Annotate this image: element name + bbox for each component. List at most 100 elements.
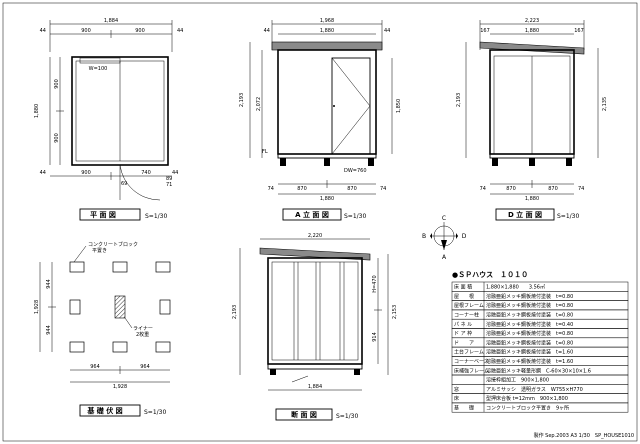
elev-d-dim-top-r: 167 xyxy=(574,28,584,34)
foundation-dim-side-b: 944 xyxy=(46,325,52,335)
section-title: 断 面 図 xyxy=(291,410,317,419)
spec-row-label: 屋 根 xyxy=(454,293,474,300)
elev-a-roof xyxy=(271,41,383,51)
elev-a-dim-top-total: 1,968 xyxy=(320,18,334,24)
spec-row-label: ド ア 枠 xyxy=(454,330,472,337)
section-view: 2,220 2,193 H=470 914 2,153 1,884 断 面 図 xyxy=(232,233,398,421)
compass-a: A xyxy=(442,254,447,261)
elev-a-dim-height-door: 1,850 xyxy=(396,99,402,113)
plan-dim-side-upper: 900 xyxy=(54,79,60,89)
plan-dim-side-small2: 71 xyxy=(166,182,172,188)
foundation-dim-bot-total: 1,928 xyxy=(113,384,127,390)
spec-row-label: 屋根フレーム xyxy=(454,302,484,309)
spec-row-label: ド ア xyxy=(454,340,474,346)
foundation-dim-bot-a: 964 xyxy=(90,364,100,370)
elev-a-dim-top-inner: 1,880 xyxy=(320,28,334,34)
elev-a-body xyxy=(277,49,377,155)
spec-row-label: 床 xyxy=(454,395,459,402)
plan-dim-edge-bot-r: 44 xyxy=(172,170,178,176)
foundation-dim-side-a: 944 xyxy=(46,279,52,289)
elev-a-dim-height-total: 2,193 xyxy=(239,93,245,107)
elev-a-dim-top-r: 44 xyxy=(384,28,390,34)
foundation-scale: S=1/30 xyxy=(144,409,166,416)
elev-a-dim-bot-total: 1,880 xyxy=(320,196,334,202)
elevation-d: 2,223 1,880 167 167 2,193 2,135 870 870 … xyxy=(456,18,608,221)
compass-c: C xyxy=(442,215,446,222)
spec-row-value: 溶融亜鉛メッキ鋼板焼付塗装 t=0.80 xyxy=(486,312,573,319)
elev-d-dim-bot-a: 870 xyxy=(506,186,516,192)
spec-row-label: 土台フレーム xyxy=(454,349,484,356)
elev-a-title: A 立 面 図 xyxy=(295,210,329,219)
foundation-dim-bot-b: 964 xyxy=(140,364,150,370)
elev-d-dim-bot-r: 74 xyxy=(578,186,584,192)
plan-door-dim: 69 xyxy=(121,181,127,187)
elev-a-dim-bot-r: 74 xyxy=(380,186,386,192)
spec-row-value: 1,880×1,880 3.56㎡ xyxy=(486,284,545,291)
elev-d-dim-height-right: 2,135 xyxy=(602,97,608,111)
spec-row-value: 溶融亜鉛メッキ鋼板焼付塗装 t=1.60 xyxy=(486,358,573,365)
elev-a-scale: S=1/30 xyxy=(344,213,366,220)
elev-d-dim-top-l: 167 xyxy=(480,28,490,34)
spec-row-value: 溶融亜鉛メッキ鋼板焼付塗装 t=0.80 xyxy=(486,339,573,346)
spec-row-value: コンクリートブロック平置き 9ヶ所 xyxy=(486,405,569,412)
section-dim-height-total: 2,193 xyxy=(232,305,238,319)
section-dim-right-lower: 914 xyxy=(372,332,378,342)
elev-d-dim-bot-l: 74 xyxy=(480,186,486,192)
elev-d-dim-bot-total: 1,880 xyxy=(525,196,539,202)
footer-note: 製作 Sep.2003 A3 1/30 SP_HOUSE1010 xyxy=(534,432,634,439)
spec-row-label: 基 礎 xyxy=(454,405,474,412)
section-dim-height-right: 2,153 xyxy=(392,305,398,319)
spec-row-label: 床 面 積 xyxy=(454,284,472,291)
section-dim-right-upper: H=470 xyxy=(372,275,378,293)
plan-dim-top-total: 1,884 xyxy=(104,18,118,24)
spec-row-value: 溶融亜鉛メッキ鋼板焼付塗装 t=0.80 xyxy=(486,330,573,337)
compass-d: D xyxy=(462,233,467,240)
elev-d-scale: S=1/30 xyxy=(557,213,579,220)
section-dim-top-total: 2,220 xyxy=(308,233,322,239)
plan-dim-side-small: 89 xyxy=(166,176,172,182)
foundation-dim-side-total: 1,928 xyxy=(34,300,40,314)
elev-d-dim-top-inner: 1,880 xyxy=(525,28,539,34)
plan-dim-edge-top-r: 44 xyxy=(177,28,183,34)
foundation-callout-liner2: 2枚重 xyxy=(136,331,149,338)
elev-a-dim-top-l: 44 xyxy=(264,28,270,34)
plan-dim-side-total: 1,880 xyxy=(34,104,40,118)
elev-d-dim-height-total: 2,193 xyxy=(456,93,462,107)
spec-row-value: 溶接枠組加工 900×1,800 xyxy=(486,377,549,384)
elev-a-door-w: DW=760 xyxy=(344,168,367,174)
foundation-callout-liner: ライナー xyxy=(133,326,153,332)
plan-dim-edge-top-l: 44 xyxy=(40,28,46,34)
elev-d-title: D 立 面 図 xyxy=(508,210,542,219)
section-roof xyxy=(259,247,371,261)
foundation-plan: コンクリートブロック 平置き ライナー 2枚重 944 944 1,928 96… xyxy=(34,241,171,417)
spec-title: ●ＳＰハウス １０１０ xyxy=(452,270,528,279)
plan-view: 1,884 900 900 44 44 W=100 69 1,880 900 9… xyxy=(34,18,183,221)
plan-dim-bot-left: 900 xyxy=(81,170,91,176)
plan-dim-bot-mid: 740 xyxy=(141,170,151,176)
elev-a-dim-bot-l: 74 xyxy=(268,186,274,192)
elev-d-dim-top-total: 2,223 xyxy=(525,18,539,24)
spec-row-value: 型押床合板 t=12mm 900×1,800 xyxy=(486,395,568,402)
spec-row-value: 溶融亜鉛メッキ鋼板焼付塗装 t=0.80 xyxy=(486,302,573,309)
plan-scale: S=1/30 xyxy=(145,213,167,220)
spec-row-label: コーナーベース xyxy=(454,359,489,365)
spec-row xyxy=(451,402,629,413)
spec-row-value: 溶融亜鉛メッキ鋼板焼付塗装 t=1.60 xyxy=(486,349,573,356)
spec-row-label: コーナー柱 xyxy=(454,312,479,319)
section-scale: S=1/30 xyxy=(336,413,358,420)
plan-dim-top-right: 900 xyxy=(135,28,145,34)
spec-row-label: 窓 xyxy=(454,386,459,393)
elev-a-fl: FL xyxy=(262,149,268,155)
spec-row-value: 溶融亜鉛メッキ鋼板焼付塗装 t=0.80 xyxy=(486,293,573,300)
plan-mark-w: W=100 xyxy=(89,66,108,72)
foundation-callout-block: コンクリートブロック xyxy=(88,241,138,248)
spec-row-value: 溶融亜鉛メッキ鋼板焼付塗装 t=0.40 xyxy=(486,321,573,328)
section-body xyxy=(267,257,363,365)
elev-a-door xyxy=(331,57,371,155)
plan-dim-top-left: 900 xyxy=(81,28,91,34)
plan-dim-edge-bot-l: 44 xyxy=(40,170,46,176)
elev-a-dim-bot-a: 870 xyxy=(297,186,307,192)
compass-rose: C B D A xyxy=(422,215,467,261)
plan-dim-side-lower: 900 xyxy=(54,133,60,143)
